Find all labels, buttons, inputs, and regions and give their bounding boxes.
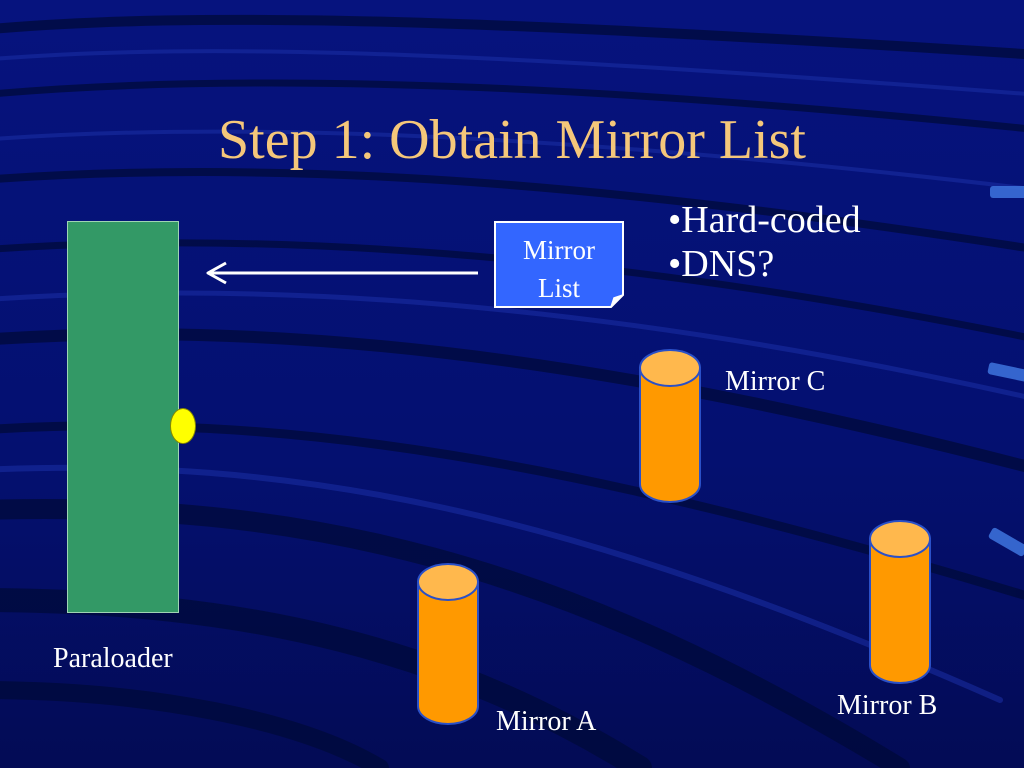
bullet-list: •Hard-coded •DNS?: [668, 198, 861, 286]
paraloader-label: Paraloader: [53, 643, 173, 674]
mirror-a-cylinder-icon: [417, 563, 479, 725]
mirror-list-label: Mirror List: [494, 231, 624, 307]
mirror-b-label: Mirror B: [837, 690, 938, 721]
mirror-b-cylinder-icon: [869, 520, 931, 684]
mirror-c-label: Mirror C: [725, 366, 826, 397]
mirror-list-label-line: List: [537, 273, 580, 303]
mirror-list-document-icon: [494, 221, 624, 308]
paraloader-block: [67, 221, 179, 613]
bullet-item: •Hard-coded: [668, 199, 861, 241]
left-arrow-icon: [206, 261, 478, 285]
bullet-item: •DNS?: [668, 243, 775, 285]
yellow-dot: [170, 408, 196, 444]
mirror-list-label-line: Mirror: [523, 235, 595, 265]
mirror-c-cylinder-icon: [639, 349, 701, 503]
mirror-a-label: Mirror A: [496, 706, 597, 737]
slide-title: Step 1: Obtain Mirror List: [218, 109, 806, 171]
